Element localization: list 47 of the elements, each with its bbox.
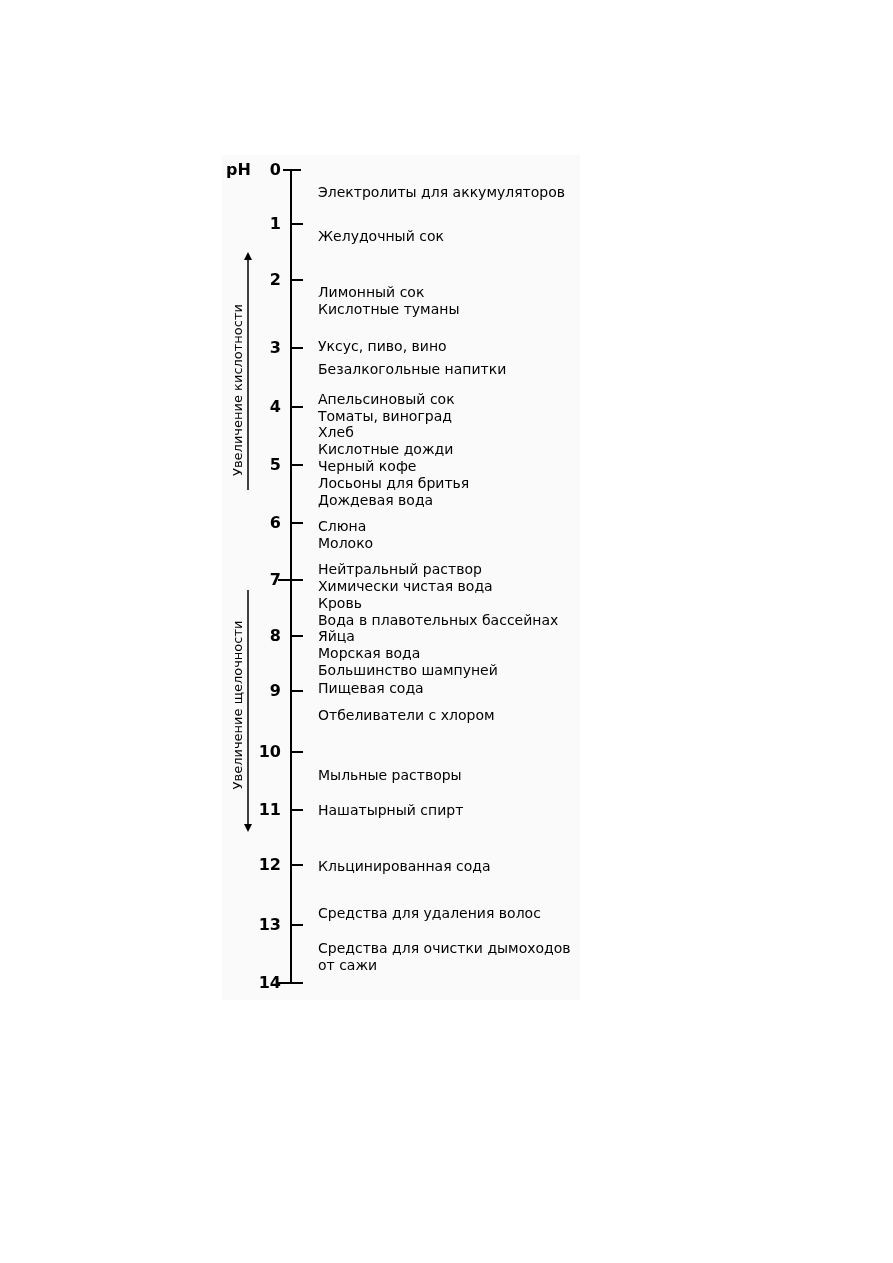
substance-label: Дождевая вода bbox=[318, 491, 435, 509]
ph-value: 8 bbox=[269, 628, 281, 644]
substance-label: Черный кофе bbox=[318, 457, 418, 475]
substance-label: Томаты, виноград bbox=[318, 407, 453, 425]
scale-title: pH bbox=[226, 162, 251, 178]
ph-value: 1 bbox=[269, 216, 281, 232]
substance-label: Химически чистая вода bbox=[318, 577, 494, 595]
ph-value: 0 bbox=[269, 162, 281, 178]
ph-value: 11 bbox=[258, 802, 281, 818]
substance-label: Кровь bbox=[318, 594, 363, 612]
substance-label: Лимонный сок bbox=[318, 283, 426, 301]
ph-value: 3 bbox=[269, 340, 281, 356]
substance-label: Морская вода bbox=[318, 644, 422, 662]
substance-label: Электролиты для аккумуляторов bbox=[318, 183, 567, 201]
substance-label: Яйца bbox=[318, 627, 356, 645]
ph-value: 10 bbox=[258, 744, 281, 760]
ph-value: 13 bbox=[258, 917, 281, 933]
ph-value: 9 bbox=[269, 683, 281, 699]
substance-label: Безалкогольные напитки bbox=[318, 360, 508, 378]
substance-label: Молоко bbox=[318, 534, 375, 552]
substance-label: Средства для удаления волос bbox=[318, 904, 542, 922]
substance-label: Лосьоны для бритья bbox=[318, 474, 471, 492]
ph-value: 12 bbox=[258, 857, 281, 873]
ph-value: 4 bbox=[269, 399, 281, 415]
axis-label: Увеличение кислотности bbox=[230, 304, 244, 476]
axis-label: Увеличение щелочности bbox=[230, 620, 244, 790]
substance-label: Мыльные растворы bbox=[318, 766, 463, 784]
substance-label: Вода в плавотельных бассейнах bbox=[318, 611, 560, 629]
substance-label: Хлеб bbox=[318, 423, 355, 441]
substance-label: Большинство шампуней bbox=[318, 661, 499, 679]
ph-value: 5 bbox=[269, 457, 281, 473]
substance-label: Средства для очистки дымоходов от сажи bbox=[318, 940, 572, 974]
ph-value: 2 bbox=[269, 272, 281, 288]
ph-value: 14 bbox=[258, 975, 281, 991]
substance-label: Отбеливатели с хлором bbox=[318, 706, 496, 724]
substance-label: Слюна bbox=[318, 517, 368, 535]
ph-value: 7 bbox=[269, 572, 281, 588]
substance-label: Нейтральный раствор bbox=[318, 560, 483, 578]
substance-label: Кльцинированная сода bbox=[318, 857, 492, 875]
ph-value: 6 bbox=[269, 515, 281, 531]
substance-label: Кислотные туманы bbox=[318, 300, 461, 318]
substance-label: Нашатырный спирт bbox=[318, 801, 465, 819]
substance-label: Апельсиновый сок bbox=[318, 390, 456, 408]
substance-label: Уксус, пиво, вино bbox=[318, 337, 448, 355]
substance-label: Желудочный сок bbox=[318, 227, 445, 245]
substance-label: Кислотные дожди bbox=[318, 440, 455, 458]
substance-label: Пищевая сода bbox=[318, 679, 425, 697]
